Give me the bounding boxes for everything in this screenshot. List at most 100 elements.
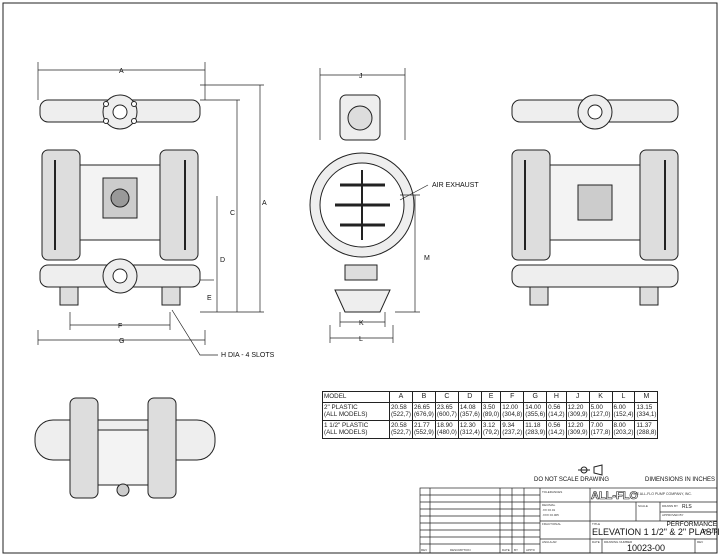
value-cell: 3.12(79,2) (480, 419, 502, 439)
rear-view-pump (511, 94, 679, 306)
side-view-pump (309, 94, 415, 313)
value-inches: 12.20 (567, 403, 584, 411)
value-cell: 12.30(312,4) (457, 419, 482, 439)
value-cell: 11.18(283,9) (523, 419, 548, 439)
model-line2: (ALL MODELS) (324, 429, 368, 436)
tolerances-label: TOLERANCES (542, 490, 562, 494)
value-mm: (177,8) (590, 429, 611, 436)
model-cell: 2" PLASTIC(ALL MODELS) (322, 401, 390, 421)
value-inches: 5.00 (590, 403, 603, 411)
header-a: A (389, 391, 413, 403)
value-cell: 21.77(552,9) (411, 419, 436, 439)
dimensions-note: DIMENSIONS IN INCHES (645, 477, 716, 483)
value-cell: 8.00(203,2) (611, 419, 636, 439)
value-mm: (480,0) (436, 429, 457, 436)
dim-l-label: L (359, 336, 363, 343)
series-line2: PLUS (703, 529, 718, 535)
xx-tolerance: .XX ±0.01 (542, 508, 555, 512)
rev-label: REV (697, 540, 703, 544)
xxx-tolerance: .XXX ±0.005 (542, 513, 559, 517)
value-cell: 13.15(334,1) (634, 401, 659, 421)
value-mm: (203,2) (613, 429, 634, 436)
dim-g-label: G (119, 338, 124, 345)
air-exhaust-callout: AIR EXHAUST (432, 182, 479, 189)
header-e: E (480, 391, 502, 403)
value-inches: 0.56 (548, 403, 561, 411)
rev-col-rev: REV (421, 548, 427, 552)
value-mm: (288,8) (636, 429, 657, 436)
value-cell: 20.58(522,7) (389, 401, 413, 421)
dim-a-vertical-label: A (262, 200, 267, 207)
value-mm: (237,2) (502, 429, 523, 436)
value-cell: 11.37(288,8) (634, 419, 659, 439)
header-h: H (546, 391, 567, 403)
value-inches: 23.65 (436, 403, 453, 411)
value-mm: (309,9) (567, 411, 588, 418)
value-inches: 3.12 (482, 421, 496, 429)
value-inches: 13.15 (636, 403, 653, 411)
value-inches: 20.58 (391, 421, 407, 429)
value-mm: (600,7) (436, 411, 457, 418)
value-cell: 6.00(152,4) (611, 401, 636, 421)
value-mm: (552,9) (413, 429, 434, 436)
value-inches: 18.90 (436, 421, 453, 429)
value-inches: 26.65 (413, 403, 430, 411)
title-block-grid (419, 487, 718, 554)
header-l: L (611, 391, 636, 403)
drawn-by-value: RLS (682, 504, 692, 510)
value-mm: (676,9) (413, 411, 434, 418)
do-not-scale-note: DO NOT SCALE DRAWING (534, 477, 610, 483)
value-inches: 14.08 (459, 403, 476, 411)
dimension-table: MODEL A B C D E F G H J K L M 2" PLASTIC… (322, 391, 659, 439)
value-mm: (14,2) (548, 411, 565, 418)
value-mm: (14,2) (548, 429, 565, 436)
value-mm: (152,4) (613, 411, 634, 418)
value-cell: 14.08(357,6) (457, 401, 482, 421)
value-mm: (283,9) (525, 429, 546, 436)
angular-label: ANGULAR (542, 540, 557, 544)
value-inches: 6.00 (613, 403, 626, 411)
value-mm: (355,6) (525, 411, 546, 418)
company-name: THE ALL-FLO PUMP COMPANY, INC. (632, 492, 692, 496)
value-inches: 21.77 (413, 421, 430, 429)
top-view-pump (34, 397, 216, 499)
model-line1: 1 1/2" PLASTIC (324, 421, 369, 429)
value-inches: 20.58 (391, 403, 407, 411)
value-cell: 9.34(237,2) (500, 419, 525, 439)
dim-m-label: M (424, 255, 430, 262)
value-mm: (89,0) (482, 411, 500, 418)
front-view-pump (39, 94, 201, 306)
scale-label: SCALE (638, 504, 648, 508)
rev-col-description: DESCRIPTION (450, 548, 471, 552)
value-inches: 9.34 (502, 421, 515, 429)
value-inches: 12.00 (502, 403, 519, 411)
header-b: B (411, 391, 436, 403)
table-row: 1 1/2" PLASTIC(ALL MODELS) 20.58(522,7)21… (322, 419, 659, 439)
value-mm: (522,7) (391, 429, 411, 436)
value-inches: 14.00 (525, 403, 541, 411)
value-inches: 11.18 (525, 421, 541, 429)
drawing-number-label: DRAWING NUMBER (604, 540, 633, 544)
dim-k-label: K (359, 320, 364, 327)
drawn-by-label: DRAWN BY (662, 504, 678, 508)
fractional-label: FRACTIONAL (542, 522, 561, 526)
rev-col-date: DATE (502, 548, 510, 552)
value-inches: 11.37 (636, 421, 652, 429)
value-mm: (127,0) (590, 411, 611, 418)
value-cell: 12.20(309,9) (565, 401, 590, 421)
header-k: K (588, 391, 613, 403)
value-cell: 5.00(127,0) (588, 401, 613, 421)
value-cell: 12.00(304,8) (500, 401, 525, 421)
series-line1: PERFORMANCE (666, 521, 717, 528)
header-c: C (434, 391, 459, 403)
value-mm: (357,6) (459, 411, 480, 418)
value-cell: 26.65(676,9) (411, 401, 436, 421)
value-cell: 14.00(355,6) (523, 401, 548, 421)
value-cell: 3.50(89,0) (480, 401, 502, 421)
model-line1: 2" PLASTIC (324, 403, 358, 411)
rev-col-appd: APP'D (526, 548, 536, 552)
header-j: J (565, 391, 590, 403)
header-d: D (457, 391, 482, 403)
dim-d-label: D (220, 257, 225, 264)
